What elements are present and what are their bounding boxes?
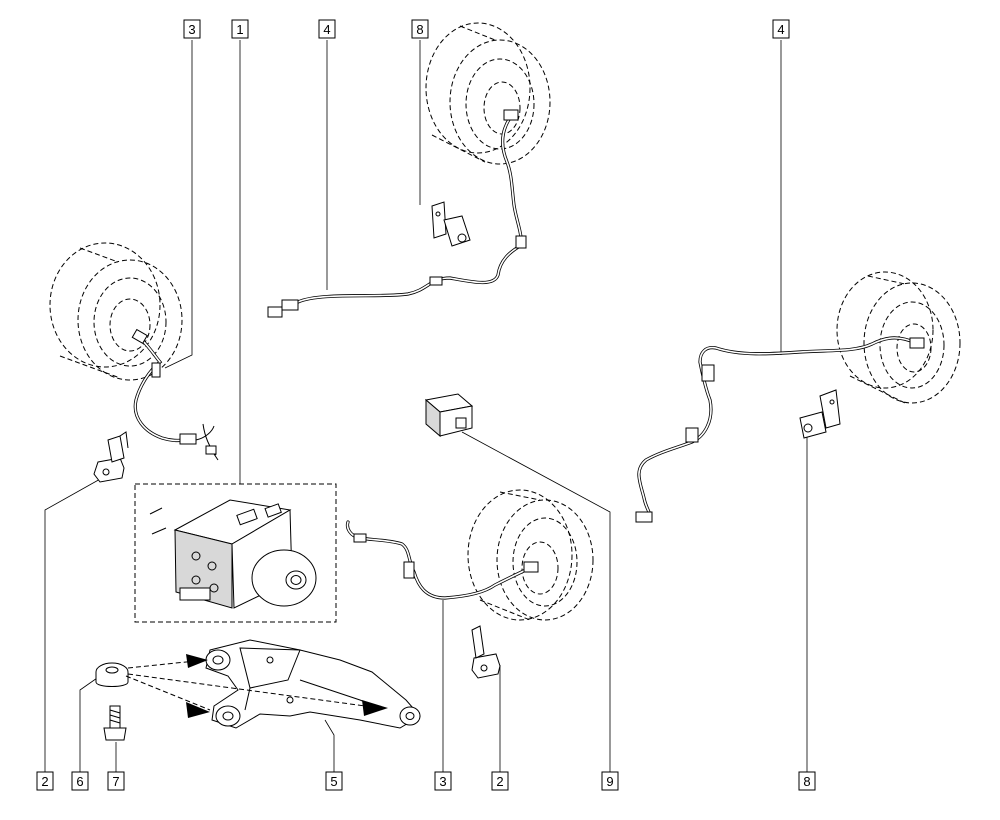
- callout-label: 5: [330, 774, 337, 789]
- mount-bracket-5: [205, 639, 421, 729]
- callout-box-top-1: 1: [231, 19, 249, 39]
- wheel-bottom-center: [467, 489, 594, 621]
- bracket-2-center: [471, 625, 501, 679]
- callout-label: 1: [236, 22, 243, 37]
- callout-box-bot-3: 3: [434, 771, 452, 791]
- callout-label: 4: [323, 22, 330, 37]
- bush-6: [95, 654, 388, 718]
- bracket-2-left: [93, 431, 129, 483]
- sensor-cable-top-center: [267, 109, 527, 318]
- sensor-cable-bottom-center: [345, 520, 539, 600]
- callout-box-bot-5: 5: [325, 771, 343, 791]
- callout-label: 2: [496, 774, 503, 789]
- leader-lines: [44, 40, 808, 772]
- callout-box-top-8: 8: [411, 19, 429, 39]
- module-9: [424, 393, 474, 438]
- callout-label: 4: [777, 22, 784, 37]
- bracket-8-right: [799, 389, 841, 439]
- wheel-left: [49, 242, 183, 381]
- callout-label: 3: [439, 774, 446, 789]
- wheel-top-center: [425, 22, 551, 165]
- callout-box-top-4a: 4: [318, 19, 336, 39]
- callout-box-bot-2b: 2: [491, 771, 509, 791]
- callout-box-bot-8: 8: [798, 771, 816, 791]
- wheel-right: [836, 271, 961, 404]
- callout-box-bot-7: 7: [107, 771, 125, 791]
- callout-box-bot-9: 9: [601, 771, 619, 791]
- callout-box-bot-2a: 2: [36, 771, 54, 791]
- callout-label: 7: [112, 774, 119, 789]
- callout-label: 8: [416, 22, 423, 37]
- callout-label: 9: [606, 774, 613, 789]
- bracket-8-top: [431, 201, 471, 247]
- callout-label: 3: [188, 22, 195, 37]
- callout-box-bot-6: 6: [71, 771, 89, 791]
- sensor-cable-right: [635, 336, 925, 523]
- callout-label: 6: [76, 774, 83, 789]
- callout-box-top-4b: 4: [772, 19, 790, 39]
- bolt-7: [103, 705, 127, 741]
- callout-box-top-3: 3: [183, 19, 201, 39]
- sensor-cable-left: [131, 328, 219, 461]
- callout-label: 8: [803, 774, 810, 789]
- abs-unit-1: [134, 483, 337, 623]
- callout-label: 2: [41, 774, 48, 789]
